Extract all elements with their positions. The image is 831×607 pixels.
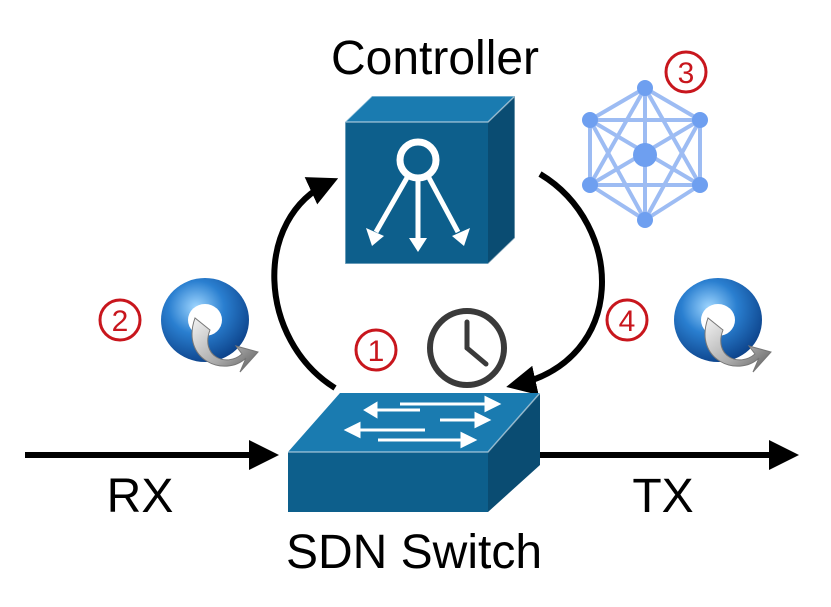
rx-label: RX (107, 470, 174, 523)
router-controller-icon (344, 95, 516, 265)
packet-process-icon-right (674, 278, 772, 373)
mesh-graph-nodes (582, 80, 708, 228)
controller-label: Controller (331, 32, 539, 85)
svg-text:1: 1 (368, 335, 385, 368)
step-marker-1: 1 (354, 328, 398, 372)
svg-text:4: 4 (619, 305, 636, 338)
svg-text:2: 2 (112, 305, 129, 338)
arrow-controller-to-switch (506, 171, 605, 396)
tx-label: TX (632, 470, 693, 523)
svg-text:3: 3 (678, 57, 695, 90)
clock-icon (427, 308, 507, 388)
step-marker-3: 3 (664, 50, 708, 94)
step-marker-4: 4 (605, 298, 649, 342)
switch-label: SDN Switch (286, 526, 542, 579)
step-marker-2: 2 (98, 298, 142, 342)
arrow-switch-to-controller (271, 177, 339, 391)
packet-process-icon-left (161, 278, 259, 373)
network-switch-icon (288, 392, 541, 512)
